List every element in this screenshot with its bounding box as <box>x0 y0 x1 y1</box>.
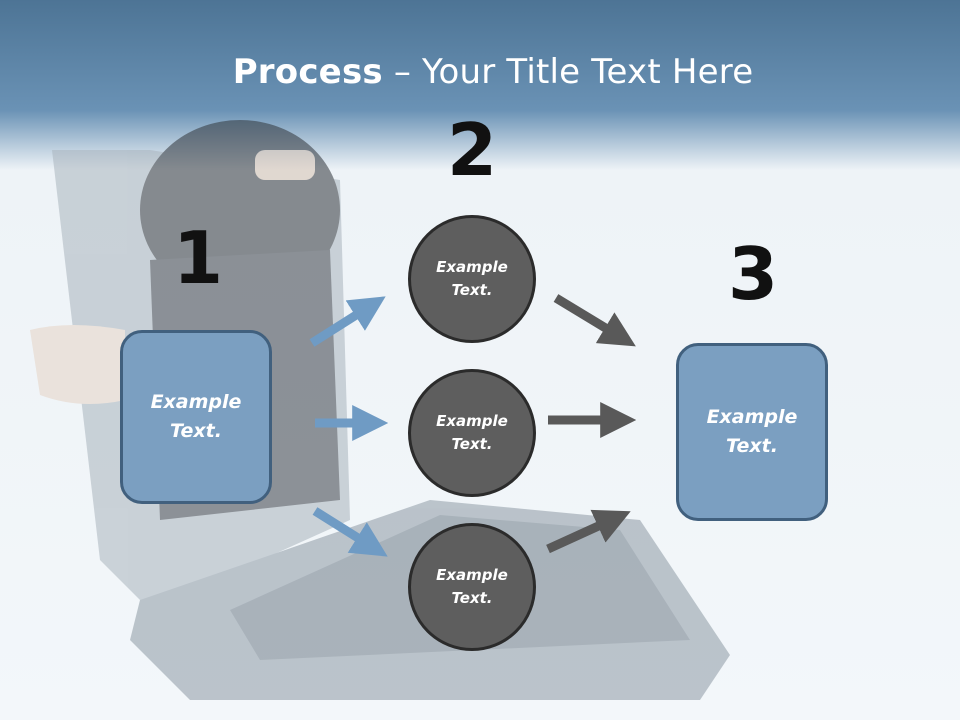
circle-2-text: Example Text. <box>436 412 508 453</box>
step-3-box: Example Text. <box>676 343 828 521</box>
step-number-1: 1 <box>172 216 224 300</box>
arrow-to-circle-3 <box>312 507 388 557</box>
slide-title: Process – Your Title Text Here <box>0 52 960 92</box>
step-1-box: Example Text. <box>120 330 272 504</box>
arrow-from-circle-1 <box>553 294 636 347</box>
arrow-to-circle-1 <box>309 296 386 347</box>
step-number-3: 3 <box>727 232 779 316</box>
arrow-from-circle-3 <box>546 509 631 554</box>
circle-3: Example Text. <box>408 523 536 651</box>
circle-1: Example Text. <box>408 215 536 343</box>
circle-2: Example Text. <box>408 369 536 497</box>
title-bold: Process <box>232 52 383 92</box>
title-rest: – Your Title Text Here <box>382 52 754 92</box>
step-number-2: 2 <box>446 108 498 192</box>
step-3-text: Example Text. <box>706 406 798 457</box>
circle-1-text: Example Text. <box>436 258 508 299</box>
step-1-text: Example Text. <box>150 391 242 442</box>
circle-3-text: Example Text. <box>436 566 508 607</box>
